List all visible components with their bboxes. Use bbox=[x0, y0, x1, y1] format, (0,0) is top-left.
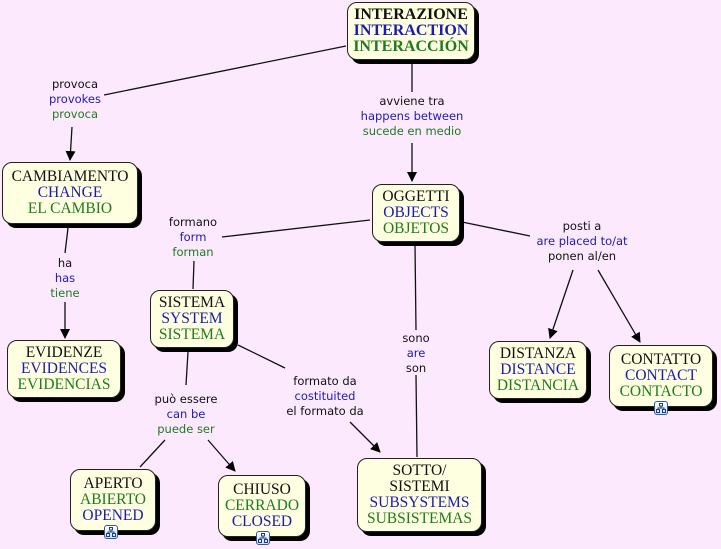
link-cambiamento-ha bbox=[64, 227, 69, 254]
concept-cambiamento[interactable]: CAMBIAMENTO CHANGE EL CAMBIO bbox=[2, 162, 138, 224]
link-label-it: può essere bbox=[154, 392, 218, 406]
concept-label-en: DISTANCE bbox=[500, 361, 576, 378]
concept-label-es: CERRADO bbox=[224, 497, 300, 514]
link-formano-sistema bbox=[192, 260, 195, 290]
link-label-it: avviene tra bbox=[379, 94, 445, 108]
link-label-it: provoca bbox=[51, 77, 99, 91]
link-label-en: form bbox=[179, 230, 207, 244]
concept-label-it: CAMBIAMENTO bbox=[11, 168, 129, 185]
link-formato-sottosistemi bbox=[349, 421, 381, 453]
link-label-sono[interactable]: sono are son bbox=[402, 331, 429, 376]
link-posti-distanza bbox=[548, 269, 574, 339]
concept-label-es: SUBSISTEMAS bbox=[366, 510, 473, 527]
concept-evidenze[interactable]: EVIDENZE EVIDENCES EVIDENCIAS bbox=[7, 340, 121, 398]
link-label-it: formano bbox=[168, 215, 218, 229]
concept-label-es: DISTANCIA bbox=[496, 377, 580, 394]
concept-label-it: DISTANZA bbox=[499, 345, 577, 362]
concept-label-en: OBJECTS bbox=[383, 204, 449, 221]
concept-distanza[interactable]: DISTANZA DISTANCE DISTANCIA bbox=[489, 341, 587, 399]
link-interazione-provoca bbox=[103, 45, 347, 96]
concept-sottosistemi[interactable]: SOTTO/ SISTEMI SUBSYSTEMS SUBSISTEMAS bbox=[357, 458, 482, 532]
concept-sistema[interactable]: SISTEMA SYSTEM SISTEMA bbox=[150, 290, 234, 348]
concept-label-it: SISTEMA bbox=[158, 294, 226, 311]
link-sistema-formato bbox=[237, 344, 286, 369]
link-label-es: el formato da bbox=[286, 404, 364, 418]
link-label-it: sono bbox=[402, 331, 430, 345]
concept-label-it: SOTTO/ bbox=[392, 462, 447, 479]
link-label-es: provoca bbox=[51, 107, 99, 121]
concept-contatto[interactable]: CONTATTO CONTACT CONTACTO bbox=[609, 345, 713, 407]
link-label-en: costituited bbox=[294, 389, 356, 403]
link-sono-sottosistemi bbox=[415, 374, 418, 458]
concept-label-it: OGGETTI bbox=[382, 188, 450, 205]
concept-label-es: EVIDENCIAS bbox=[17, 376, 111, 393]
concept-label-es: EL CAMBIO bbox=[27, 200, 113, 217]
concept-interazione[interactable]: INTERAZIONE INTERACTION INTERACCIÓN bbox=[347, 2, 475, 60]
concept-label-es: OBJETOS bbox=[382, 220, 450, 237]
link-label-en: can be bbox=[166, 407, 206, 421]
link-label-puo-essere[interactable]: può essere can be puede ser bbox=[155, 392, 218, 437]
concept-label-en: INTERACTION bbox=[353, 22, 469, 39]
link-puo-aperto bbox=[139, 439, 166, 468]
concept-oggetti[interactable]: OGGETTI OBJECTS OBJETOS bbox=[372, 184, 460, 242]
concept-label-it: APERTO bbox=[83, 475, 143, 492]
link-oggetti-posti bbox=[461, 221, 531, 237]
link-posti-contatto bbox=[597, 269, 641, 343]
concept-label-en: OPENED bbox=[82, 507, 144, 524]
concept-aperto[interactable]: APERTO ABIERTO OPENED bbox=[70, 469, 156, 531]
concept-label-it: INTERAZIONE bbox=[354, 6, 468, 23]
link-label-en: provokes bbox=[49, 92, 101, 106]
concept-label-en: SUBSYSTEMS bbox=[369, 494, 470, 511]
link-label-formano[interactable]: formano form forman bbox=[169, 215, 217, 260]
link-label-it: formato da bbox=[293, 374, 357, 388]
link-label-es: puede ser bbox=[157, 422, 215, 436]
link-label-provoca[interactable]: provoca provokes provoca bbox=[49, 77, 101, 122]
concept-label-it: EVIDENZE bbox=[25, 344, 103, 361]
link-label-es: forman bbox=[172, 245, 214, 259]
link-sistema-puo bbox=[185, 351, 189, 386]
link-label-en: are placed to/at bbox=[536, 234, 628, 248]
link-label-avviene-tra[interactable]: avviene tra happens between sucede en me… bbox=[361, 94, 464, 139]
link-oggetti-formano bbox=[221, 219, 371, 238]
link-label-formato-da[interactable]: formato da costituited el formato da bbox=[286, 374, 363, 419]
concept-label-it: CONTATTO bbox=[620, 351, 702, 368]
link-label-posti-a[interactable]: posti a are placed to/at ponen al/en bbox=[536, 219, 627, 264]
concept-map-icon[interactable] bbox=[104, 525, 118, 539]
link-label-es: sucede en medio bbox=[362, 124, 462, 138]
concept-label-es: INTERACCIÓN bbox=[353, 38, 469, 55]
link-label-en: has bbox=[54, 271, 76, 285]
concept-chiuso[interactable]: CHIUSO CERRADO CLOSED bbox=[218, 475, 306, 537]
link-label-es: tiene bbox=[50, 286, 80, 300]
concept-label-en: CLOSED bbox=[231, 513, 293, 530]
link-label-es: ponen al/en bbox=[547, 249, 617, 263]
link-label-it: ha bbox=[57, 256, 73, 270]
link-label-en: happens between bbox=[360, 109, 464, 123]
concept-label-en: SYSTEM bbox=[161, 310, 223, 327]
concept-label-en: CHANGE bbox=[37, 184, 103, 201]
link-label-en: are bbox=[406, 346, 426, 360]
link-provoca-cambiamento bbox=[65, 126, 76, 161]
concept-label-en: EVIDENCES bbox=[20, 360, 108, 377]
concept-label-it-2: SISTEMI bbox=[389, 478, 450, 495]
link-label-it: posti a bbox=[562, 219, 602, 233]
concept-label-it: CHIUSO bbox=[233, 481, 291, 498]
concept-label-es: SISTEMA bbox=[158, 326, 226, 343]
link-label-ha[interactable]: ha has tiene bbox=[50, 256, 79, 301]
concept-label-en: CONTACT bbox=[625, 367, 697, 384]
link-oggetti-sono bbox=[414, 243, 417, 331]
link-label-es: son bbox=[405, 361, 427, 375]
concept-label-es: CONTACTO bbox=[619, 383, 703, 400]
link-puo-chiuso bbox=[207, 439, 236, 472]
concept-map-icon[interactable] bbox=[256, 531, 270, 545]
concept-map-icon[interactable] bbox=[654, 401, 668, 415]
concept-label-es: ABIERTO bbox=[80, 491, 146, 508]
